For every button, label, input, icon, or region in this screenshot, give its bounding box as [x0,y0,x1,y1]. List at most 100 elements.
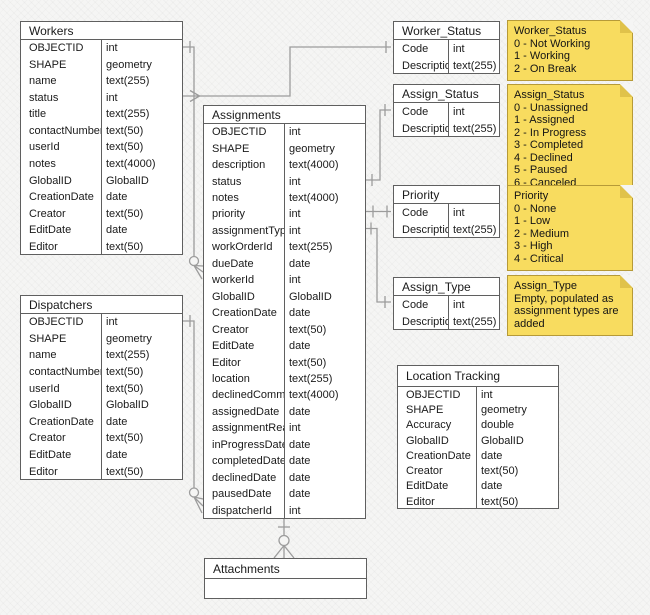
field-type: text(50) [289,323,327,336]
edge-assignments-priority[interactable] [366,205,391,218]
edge-dispatchers-assignments[interactable] [183,315,204,514]
field-name: inProgressDate [212,438,284,451]
field-row-priority-description[interactable]: Descriptiontext(255) [394,221,499,238]
table-header-attachments[interactable]: Attachments [205,559,366,579]
edge-workers-workerstatus[interactable] [183,41,391,103]
table-header-assign-status[interactable]: Assign_Status [394,85,499,103]
entity-table-assign-status[interactable]: Assign_StatusCodeintDescriptiontext(255) [393,84,500,137]
edge-assignments-assignstatus[interactable] [366,104,391,186]
entity-table-attachments[interactable]: Attachments [204,558,367,599]
field-type: int [289,504,301,517]
note-line: 0 - Unassigned [514,101,588,114]
table-header-assignments[interactable]: Assignments [204,106,365,124]
table-header-worker-status[interactable]: Worker_Status [394,22,499,40]
field-row-assign-status-description[interactable]: Descriptiontext(255) [394,120,499,137]
field-row-assignments-assignmentread[interactable]: assignmentReadint [204,420,365,436]
field-row-empty[interactable] [205,579,366,599]
entity-table-priority[interactable]: PriorityCodeintDescriptiontext(255) [393,185,500,238]
entity-table-assign-type[interactable]: Assign_TypeCodeintDescriptiontext(255) [393,277,500,330]
edge-assignments-attachments[interactable] [273,517,295,559]
table-header-workers[interactable]: Workers [21,22,182,40]
table-header-assign-type[interactable]: Assign_Type [394,278,499,296]
note-line: 2 - In Progress [514,126,587,139]
field-row-assignments-declinedcomment[interactable]: declinedCommenttext(4000) [204,387,365,403]
entity-table-worker-status[interactable]: Worker_StatusCodeintDescriptiontext(255) [393,21,500,74]
edge-workers-assignments[interactable] [183,41,204,280]
field-row-assignments-assignmenttype[interactable]: assignmentTypeint [204,223,365,239]
table-header-priority[interactable]: Priority [394,186,499,204]
table-header-location-tracking[interactable]: Location Tracking [398,366,558,387]
edge-assignments-assigntype[interactable] [366,222,391,309]
field-row-assign-type-description[interactable]: Descriptiontext(255) [394,313,499,330]
table-header-dispatchers[interactable]: Dispatchers [21,296,182,314]
field-name: Accuracy [406,419,452,432]
field-row-worker-status-description[interactable]: Descriptiontext(255) [394,57,499,74]
